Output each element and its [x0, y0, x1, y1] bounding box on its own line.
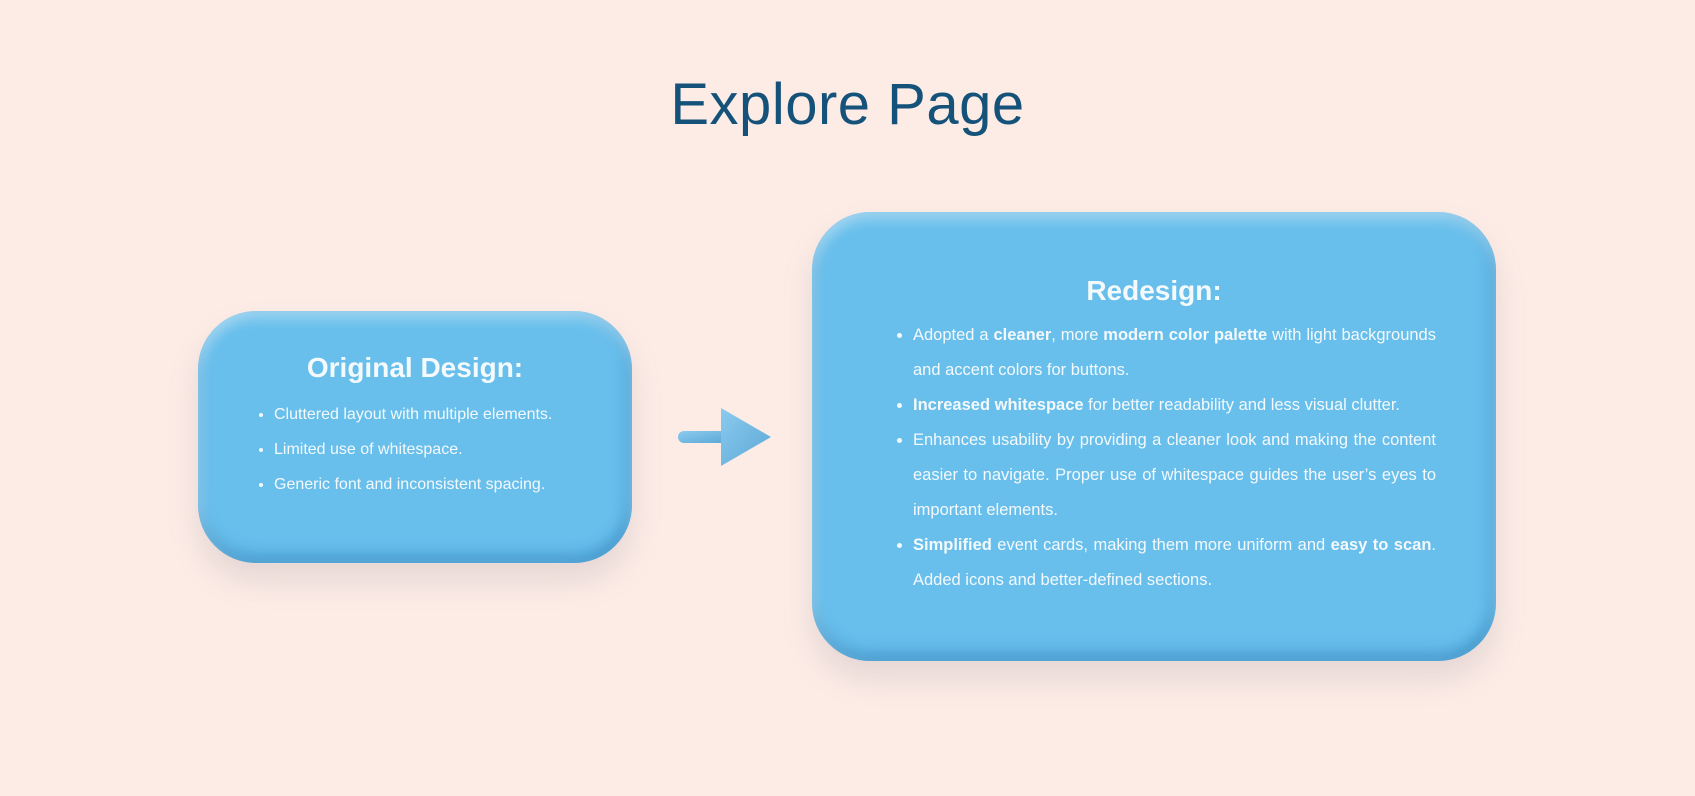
original-design-heading: Original Design:	[306, 352, 524, 383]
point-emphasis: cleaner	[993, 326, 1052, 344]
point-text: for better readability and less visual c…	[1083, 396, 1401, 414]
list-item: Simplified event cards, making them more…	[913, 528, 1436, 598]
point-text: event cards, making them more uniform an…	[991, 536, 1331, 554]
original-design-list: Cluttered layout with multiple elements.…	[258, 397, 582, 502]
arrow-right-icon	[678, 408, 771, 466]
list-item: Limited use of whitespace.	[274, 432, 582, 467]
point-text: with light backgrounds and accent colors…	[913, 326, 1436, 379]
page-title: Explore Page	[670, 72, 1025, 137]
list-item: Generic font and inconsistent spacing.	[274, 467, 582, 502]
redesign-card: Redesign: Adopted a cleaner, more modern…	[812, 212, 1496, 661]
list-item: Cluttered layout with multiple elements.	[274, 397, 582, 432]
list-item: Adopted a cleaner, more modern color pal…	[913, 318, 1436, 388]
point-text: Enhances usability by providing a cleane…	[913, 431, 1436, 519]
list-item: Increased whitespace for better readabil…	[913, 388, 1436, 423]
point-text: . Added icons and better-defined section…	[913, 536, 1436, 589]
point-emphasis: easy to scan	[1330, 536, 1432, 554]
list-item: Enhances usability by providing a cleane…	[913, 423, 1436, 528]
point-text: Adopted a	[913, 326, 994, 344]
redesign-heading: Redesign:	[1086, 275, 1222, 306]
original-design-card: Original Design: Cluttered layout with m…	[198, 311, 632, 563]
point-emphasis: Simplified	[913, 536, 992, 554]
redesign-list: Adopted a cleaner, more modern color pal…	[897, 318, 1436, 598]
point-text: , more	[1051, 326, 1104, 344]
point-emphasis: Increased whitespace	[913, 396, 1084, 414]
point-emphasis: modern color palette	[1103, 326, 1268, 344]
